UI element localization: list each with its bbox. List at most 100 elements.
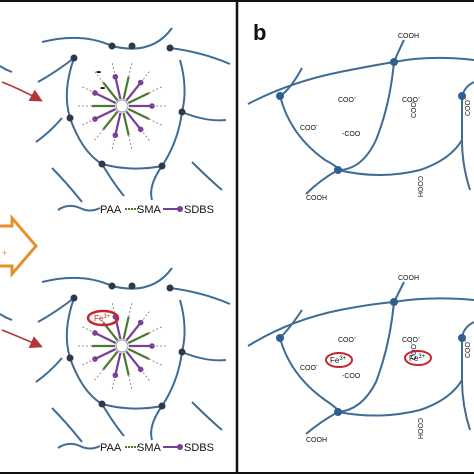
- paa-chain: [41, 27, 173, 50]
- sma-molecule: [102, 350, 119, 371]
- legend-top: PAA SMA SDBS: [57, 204, 214, 216]
- sma-molecule: [127, 91, 150, 104]
- fe-ring: [404, 350, 432, 366]
- crosslink-node: [108, 42, 116, 50]
- sma-tether: [148, 325, 164, 334]
- chain: [305, 411, 339, 435]
- chain: [337, 379, 463, 417]
- sma-tether: [128, 301, 133, 317]
- sma-molecule: [127, 331, 150, 344]
- sma-tether: [111, 61, 116, 77]
- paa-chain: [191, 401, 223, 431]
- sma-tether: [93, 69, 104, 83]
- fe-ion-1: Fe3+: [325, 352, 353, 368]
- orange-arrow: [0, 213, 38, 279]
- panel-b: b COOH COO- COO- COO- -COO COOH COO- COO…: [247, 20, 474, 444]
- paa-chain: [37, 295, 77, 359]
- sma-molecule: [102, 110, 119, 131]
- crosslink-node: [70, 294, 78, 302]
- chain: [247, 56, 474, 105]
- paa-chain: [181, 351, 227, 362]
- legend-paa-label: PAA: [100, 204, 122, 216]
- paa-chain: [41, 267, 173, 290]
- paa-chain: [101, 403, 163, 410]
- crosslink-node: [334, 408, 342, 416]
- sma-tether: [80, 118, 96, 127]
- fe-ring-micelle: [86, 309, 120, 327]
- sma-molecule: [127, 108, 150, 121]
- sma-tether: [148, 358, 164, 367]
- sma-tether: [80, 358, 96, 367]
- coo-label: COO-: [338, 95, 356, 104]
- sdbs-molecule: [94, 331, 117, 344]
- chain: [279, 337, 340, 413]
- sdbs-molecule: [114, 112, 122, 136]
- sdbs-molecule: [94, 348, 117, 361]
- sma-tether: [111, 375, 116, 391]
- legend-sma-label-2: SMA: [137, 442, 162, 454]
- cooh-label-vertical: COOH: [416, 176, 423, 197]
- coo-label-vertical: COO-: [463, 340, 472, 358]
- chain: [279, 95, 340, 171]
- crosslink-node: [158, 402, 166, 410]
- coo-label: COO-: [338, 335, 356, 344]
- sdbs-molecule: [125, 110, 142, 131]
- coo-label: -COO: [342, 131, 361, 138]
- crosslink-node: [108, 282, 116, 290]
- coo-label: COO-: [300, 363, 318, 372]
- crosslink-node: [166, 284, 174, 292]
- crosslink-node: [128, 42, 136, 50]
- sma-tether: [80, 325, 96, 334]
- paa-chain: [169, 287, 231, 305]
- sma-tether: [140, 369, 151, 383]
- crosslink-node: [98, 400, 106, 408]
- crosslink-node: [458, 92, 466, 100]
- sma-molecule: [122, 316, 130, 340]
- fe-label: Fe3+: [330, 356, 347, 365]
- legend-paa-line: [57, 204, 101, 212]
- fe-ion-micelle: Fe3+: [86, 309, 120, 327]
- legend-sdbs-head: [177, 206, 183, 212]
- micelle-network-bottom: [35, 267, 231, 443]
- paa-chain: [179, 299, 186, 353]
- legend-paa-line-2: [57, 442, 101, 450]
- sma-tether: [80, 85, 96, 94]
- crosslink-node: [458, 334, 466, 342]
- crosslink-node: [128, 282, 136, 290]
- micelle-core: [115, 99, 129, 113]
- network-b-bottom: [247, 281, 474, 435]
- cooh-label: COOH: [398, 275, 419, 282]
- sma-tether: [128, 135, 133, 151]
- sdbs-molecule: [94, 108, 117, 121]
- legend-sdbs-label: SDBS: [184, 204, 214, 216]
- sdbs-molecule: [125, 321, 142, 342]
- sdbs-head: [92, 330, 98, 336]
- sma-tether: [140, 69, 151, 83]
- red-arrow-top: [1, 81, 43, 102]
- sma-tether: [148, 118, 164, 127]
- micelle-network-top: [35, 27, 231, 203]
- fe-label-micelle: Fe3+: [94, 314, 111, 323]
- sma-tether: [140, 129, 151, 143]
- cooh-label: COOH: [398, 33, 419, 40]
- micelle-charge-2: -: [100, 79, 105, 96]
- crosslink-node: [276, 334, 284, 342]
- crosslink-node: [334, 166, 342, 174]
- sma-molecule: [122, 352, 130, 376]
- coo-label-vertical: COO-: [463, 98, 472, 116]
- fe-label: Fe3+: [409, 354, 426, 363]
- crosslink-node: [390, 58, 398, 66]
- paa-chain: [101, 163, 163, 170]
- chain-stub-top: [0, 65, 13, 73]
- sma-tether: [111, 135, 116, 151]
- sma-tether: [148, 85, 164, 94]
- fe-ring: [325, 352, 353, 368]
- micelle-core: [115, 339, 129, 353]
- legend-sdbs-head-2: [177, 444, 183, 450]
- sdbs-molecule: [114, 76, 122, 100]
- crosslink-node: [66, 354, 74, 362]
- sdbs-molecule: [114, 352, 122, 376]
- chain: [337, 301, 395, 413]
- chain: [337, 139, 463, 176]
